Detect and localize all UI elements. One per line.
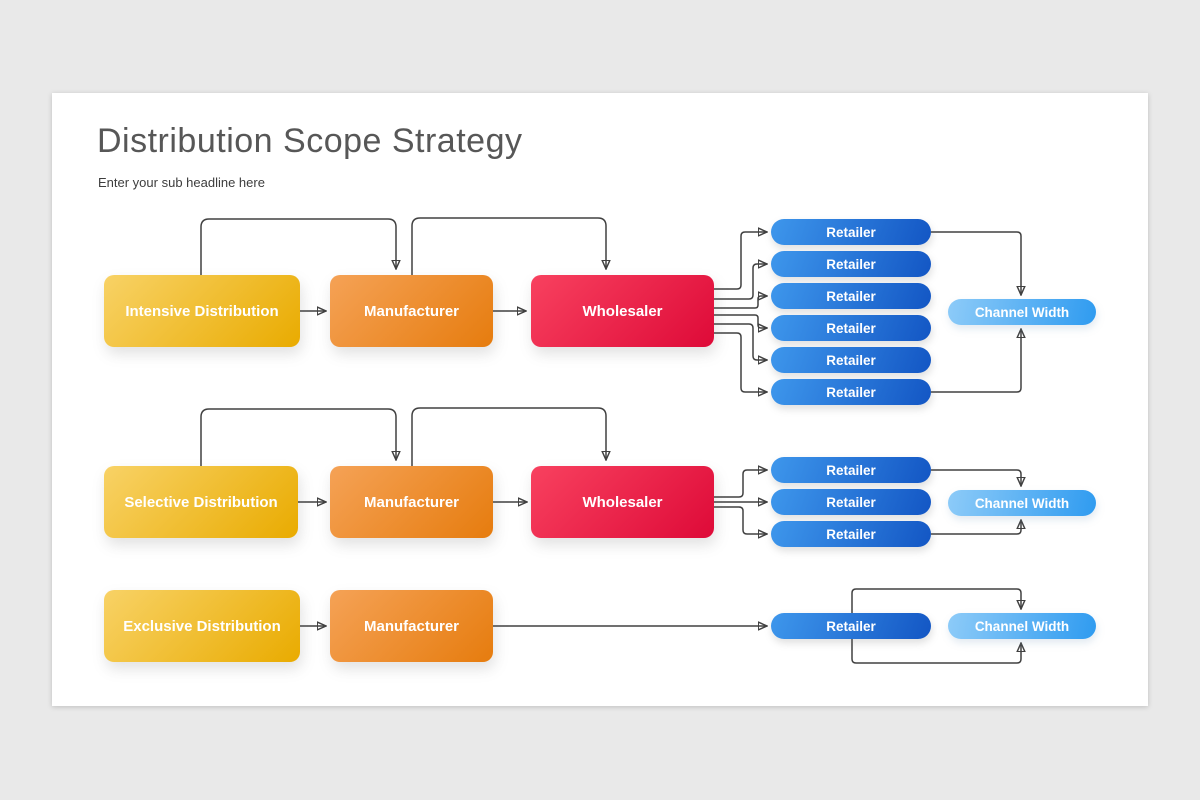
node-retailer-row3-1: Retailer <box>771 613 931 639</box>
node-channel-width-row2: Channel Width <box>948 490 1096 516</box>
node-retailer-row2-3: Retailer <box>771 521 931 547</box>
node-retailer-row1-3: Retailer <box>771 283 931 309</box>
node-retailer-row1-6: Retailer <box>771 379 931 405</box>
node-retailer-row2-2: Retailer <box>771 489 931 515</box>
node-manufacturer-row3: Manufacturer <box>330 590 493 662</box>
node-manufacturer-row1: Manufacturer <box>330 275 493 347</box>
node-channel-width-row1: Channel Width <box>948 299 1096 325</box>
node-wholesaler-row1: Wholesaler <box>531 275 714 347</box>
node-retailer-row1-5: Retailer <box>771 347 931 373</box>
node-retailer-row1-2: Retailer <box>771 251 931 277</box>
node-wholesaler-row2: Wholesaler <box>531 466 714 538</box>
node-retailer-row2-1: Retailer <box>771 457 931 483</box>
node-exclusive-distribution: Exclusive Distribution <box>104 590 300 662</box>
node-manufacturer-row2: Manufacturer <box>330 466 493 538</box>
node-intensive-distribution: Intensive Distribution <box>104 275 300 347</box>
node-selective-distribution: Selective Distribution <box>104 466 298 538</box>
node-channel-width-row3: Channel Width <box>948 613 1096 639</box>
node-retailer-row1-4: Retailer <box>771 315 931 341</box>
page-title: Distribution Scope Strategy <box>97 122 523 160</box>
node-retailer-row1-1: Retailer <box>771 219 931 245</box>
page-subtitle: Enter your sub headline here <box>98 175 265 190</box>
